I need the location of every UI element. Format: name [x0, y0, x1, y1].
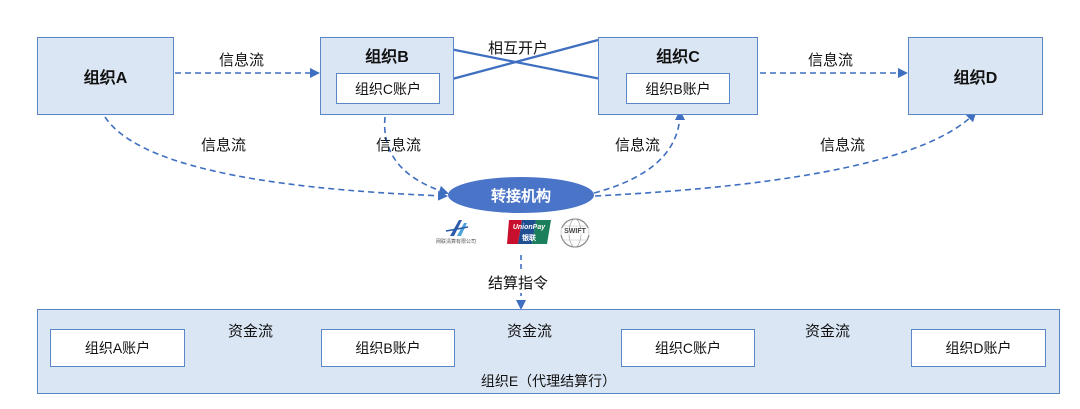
- info-flow-hub-d-label: 信息流: [820, 137, 866, 154]
- nets-union-logo-icon: [445, 220, 469, 236]
- info-flow-hub-d-arrow: [594, 111, 977, 197]
- unionpay-logo: UnionPay 银联: [507, 218, 551, 246]
- org-b-account-box: 组织C账户: [336, 73, 440, 104]
- org-d-box: 组织D: [908, 37, 1043, 115]
- unionpay-chinese-text: 银联: [522, 235, 536, 242]
- info-flow-b-hub-arrow: [383, 116, 449, 196]
- org-c-title: 组织C: [656, 49, 700, 66]
- org-e-caption: 组织E（代理结算行）: [480, 373, 617, 389]
- nets-union-caption: 网联清算有限公司: [435, 239, 476, 245]
- info-flow-c-d-label: 信息流: [808, 52, 854, 69]
- clearing-hub: 转接机构: [448, 177, 594, 213]
- org-b-box: 组织B 组织C账户: [320, 37, 454, 115]
- account-c-box: 组织C账户: [621, 329, 755, 367]
- clearing-hub-label: 转接机构: [490, 187, 551, 205]
- unionpay-logo-icon: [507, 220, 551, 244]
- swift-text: SWIFT: [559, 228, 591, 235]
- mutual-account-arrow-b-to-c: [439, 45, 623, 87]
- fund-flow-b-c-label: 资金流: [507, 323, 553, 340]
- info-flow-a-hub-arrow: [104, 116, 448, 201]
- swift-logo: SWIFT: [559, 217, 591, 249]
- mutual-account-label: 相互开户: [488, 40, 549, 57]
- info-flow-hub-c-label: 信息流: [615, 137, 661, 154]
- info-flow-a-b-label: 信息流: [219, 52, 265, 69]
- account-b-box: 组织B账户: [321, 329, 455, 367]
- account-d-box: 组织D账户: [911, 329, 1046, 367]
- fund-flow-a-b-label: 资金流: [228, 323, 274, 340]
- info-flow-b-hub-label: 信息流: [376, 137, 422, 154]
- org-c-box: 组织C 组织B账户: [598, 37, 758, 115]
- org-a-title: 组织A: [83, 70, 128, 87]
- org-b-title: 组织B: [365, 49, 409, 66]
- mutual-account-arrow-c-to-b: [424, 38, 599, 89]
- account-a-box: 组织A账户: [50, 329, 185, 367]
- org-d-title: 组织D: [953, 70, 998, 87]
- org-c-account-box: 组织B账户: [626, 73, 730, 104]
- fund-flow-c-d-label: 资金流: [805, 323, 851, 340]
- org-a-box: 组织A: [37, 37, 174, 115]
- info-flow-hub-c-arrow: [593, 110, 685, 194]
- org-e-settlement-bank: 组织A账户 组织B账户 组织C账户 组织D账户 组织E（代理结算行）: [37, 309, 1060, 394]
- nets-union-logo: 网联清算有限公司: [428, 217, 484, 247]
- info-flow-a-hub-label: 信息流: [201, 137, 247, 154]
- settlement-instruction-label: 结算指令: [487, 272, 550, 293]
- unionpay-text: UnionPay: [512, 224, 546, 231]
